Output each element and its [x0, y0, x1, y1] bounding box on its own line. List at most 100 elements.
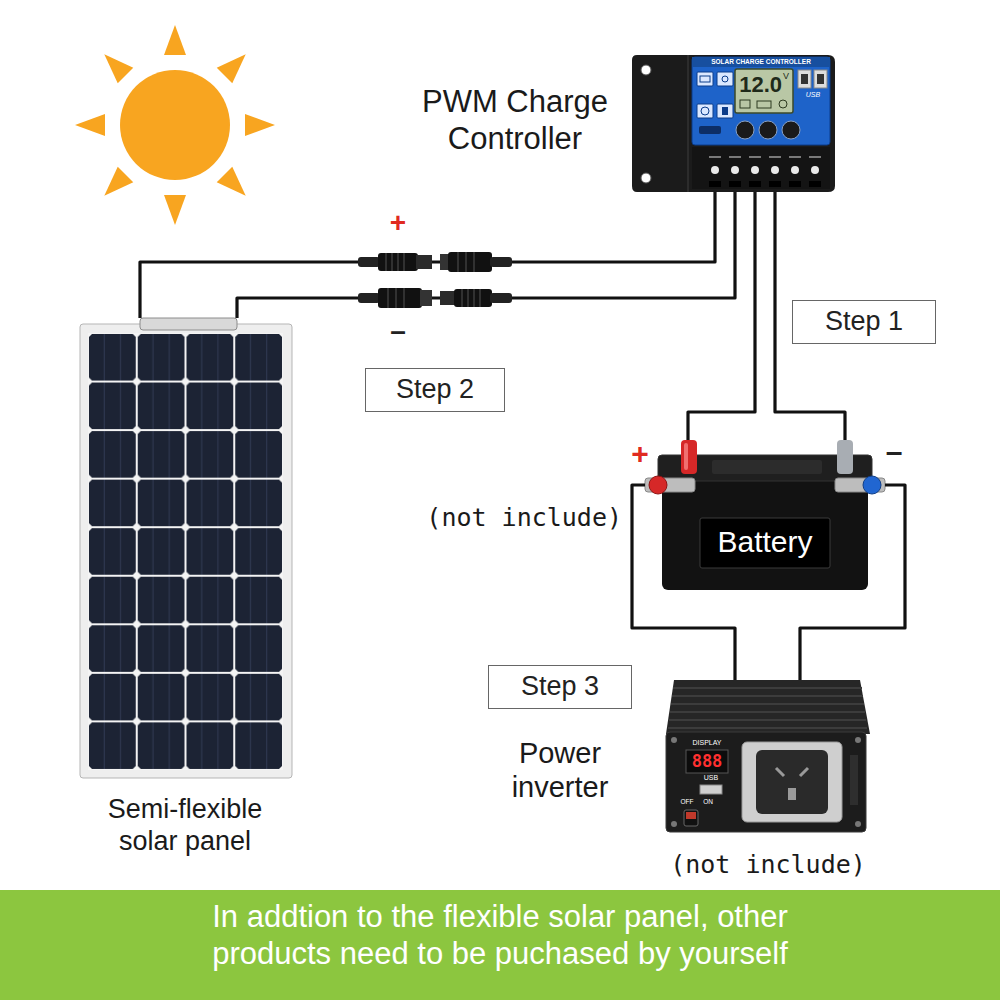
sun-icon [75, 25, 275, 225]
sun-icon [245, 114, 275, 136]
wire-connector [688, 192, 755, 440]
led-readout: 888 [686, 751, 728, 771]
step-box: Step 3 [488, 665, 632, 709]
mc4-connector [416, 255, 432, 269]
sun-icon [120, 70, 230, 180]
inverter-art [686, 750, 728, 773]
mc4-connector [490, 293, 512, 303]
battery-art [681, 440, 697, 474]
charge-controller-art [782, 121, 800, 139]
charge-controller-art [632, 55, 835, 192]
charge-controller-art [735, 69, 793, 113]
inverter-art [671, 737, 677, 743]
solar-panel-art [88, 333, 283, 770]
solar-panel-art [80, 318, 292, 778]
charge-controller-art [709, 181, 821, 187]
step-label: Step 2 [396, 374, 474, 406]
device-label: Battery [700, 524, 830, 559]
charge-controller-art [641, 65, 651, 75]
inverter-art [850, 755, 858, 805]
battery-art [645, 440, 885, 590]
lcd-reading: 12.0 [736, 72, 782, 98]
solar-panel-art [80, 324, 292, 778]
battery-art [712, 460, 822, 474]
inverter-art [684, 810, 698, 826]
charge-controller-art [692, 57, 830, 145]
sun-icon [164, 25, 186, 55]
charge-controller-art [700, 76, 710, 82]
step-box: Step 1 [792, 300, 936, 344]
charge-controller-art [759, 121, 777, 139]
charge-controller-art [751, 166, 759, 174]
charge-controller: PWM Charge ControllerSOLAR CHARGE CONTRO… [632, 55, 835, 192]
battery: Battery [645, 440, 885, 592]
device-label: PWM Charge Controller [408, 84, 622, 157]
charge-controller-art [757, 101, 771, 108]
wire-connector [237, 192, 735, 318]
mc4-connector [358, 257, 380, 267]
switch-label: OFF [676, 798, 698, 806]
sun-icon [75, 25, 275, 225]
mc4-connector [358, 293, 380, 303]
port-label: USB [798, 91, 828, 99]
inverter-art [666, 732, 866, 832]
charge-controller-art [701, 107, 709, 115]
mc4-connector [458, 252, 474, 272]
polarity-sign: – [384, 314, 412, 347]
inverter-art [671, 821, 677, 827]
inverter-art [666, 680, 870, 832]
charge-controller-art [697, 72, 713, 86]
charge-controller-art [771, 166, 779, 174]
inverter-art [855, 737, 861, 743]
mc4-connector [378, 288, 422, 308]
charge-controller-art [692, 147, 830, 189]
charge-controller-art [717, 72, 733, 86]
charge-controller-art [814, 70, 827, 88]
power-inverter: Power inverterDISPLAY888USBOFFON [665, 680, 870, 832]
sun-icon [217, 47, 254, 84]
charge-controller-art [798, 70, 811, 88]
inverter-art [666, 680, 870, 734]
charge-controller-art [711, 166, 719, 174]
charge-controller-art [722, 76, 728, 82]
step-label: Step 1 [825, 306, 903, 338]
charge-controller-art [692, 57, 830, 67]
device-label: Semi-flexible solar panel [85, 794, 285, 858]
battery-art [700, 518, 830, 568]
switch-label: ON [700, 798, 716, 806]
mc4-connector [358, 252, 512, 272]
panel-header: SOLAR CHARGE CONTROLLER [692, 58, 830, 66]
inverter-art [756, 750, 828, 814]
charge-controller-art [717, 104, 733, 118]
charge-controller-art [632, 55, 835, 192]
inverter-art [668, 688, 867, 728]
sun-icon [97, 167, 134, 204]
battery-art [863, 476, 881, 494]
lcd-unit: V [783, 71, 792, 82]
sun-icon [75, 114, 105, 136]
inverter-art [788, 788, 796, 800]
sun-icon [164, 195, 186, 225]
charge-controller-art [779, 100, 787, 108]
charge-controller-art [641, 173, 651, 183]
mc4-connector [448, 252, 492, 272]
charge-controller-art [731, 166, 739, 174]
mc4-connector [388, 288, 404, 308]
inverter-art [776, 768, 808, 776]
step-label: Step 3 [521, 671, 599, 703]
charge-controller-art [687, 55, 689, 192]
mc4-connector [462, 289, 480, 307]
panel-marking: DISPLAY [684, 739, 730, 747]
battery-art [684, 443, 688, 470]
charge-controller-art [791, 166, 799, 174]
charge-controller-art [811, 166, 819, 174]
mc4-connector [386, 253, 404, 271]
polarity-sign: + [384, 206, 412, 239]
battery-art [649, 476, 667, 494]
solar-panel-art [140, 318, 237, 330]
wire-connector [632, 485, 735, 680]
charge-controller-art [740, 100, 750, 108]
inverter-art [686, 812, 696, 819]
